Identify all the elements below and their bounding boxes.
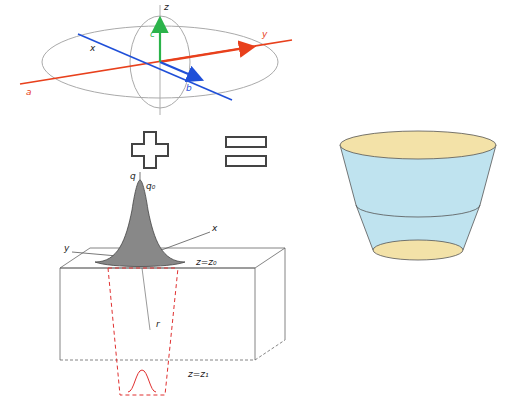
axis-label: b bbox=[186, 84, 192, 93]
ellipsoid-figure bbox=[20, 5, 292, 115]
axis-label: y bbox=[64, 244, 69, 253]
axis-label: x bbox=[212, 224, 217, 233]
axis-label: x bbox=[90, 44, 95, 53]
axis-label: z bbox=[164, 3, 169, 12]
equals-sign bbox=[226, 137, 266, 166]
axis-label: y bbox=[262, 30, 267, 39]
axis-label: c bbox=[150, 30, 155, 39]
axis-label: q₀ bbox=[146, 182, 155, 191]
gaussian-source-figure bbox=[60, 172, 285, 395]
axis-label: r bbox=[156, 320, 160, 329]
axis-label: q bbox=[130, 172, 136, 181]
double-ellipsoid-cone bbox=[340, 131, 496, 260]
axis-label: z=z₀ bbox=[196, 258, 217, 267]
axis-label: z=z₁ bbox=[188, 370, 209, 379]
axis-label: a bbox=[26, 88, 32, 97]
plus-sign bbox=[132, 132, 168, 168]
